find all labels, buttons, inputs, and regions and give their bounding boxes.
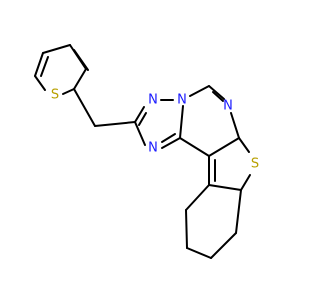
bond (185, 209, 188, 249)
bond (179, 137, 210, 157)
bond (161, 133, 176, 143)
bond (186, 247, 212, 259)
fused-thiophene-ring (208, 137, 251, 191)
bond (189, 85, 210, 97)
bond (212, 91, 224, 102)
bond (230, 112, 240, 139)
bond (185, 184, 210, 211)
bond (235, 189, 242, 234)
cyclohexane-ring (185, 184, 242, 259)
bond (238, 137, 250, 153)
bond (62, 88, 75, 95)
bond (34, 52, 44, 77)
bond (240, 174, 251, 191)
bond (138, 112, 147, 126)
bond (134, 121, 146, 146)
triazole-ring (134, 99, 184, 149)
bond (73, 68, 87, 90)
bond (210, 232, 237, 259)
bond (40, 56, 49, 77)
molecule-structure: S N N N N S (34, 44, 259, 259)
bond (208, 85, 225, 100)
bond (73, 49, 89, 71)
bond (134, 106, 145, 123)
sulfur-atom-label: S (251, 157, 259, 172)
bond (34, 75, 46, 91)
bond (179, 105, 184, 139)
bond (161, 137, 181, 149)
nitrogen-atom-label: N (148, 141, 158, 156)
thiophene-ring (34, 44, 89, 95)
nitrogen-atom-label: N (148, 93, 158, 108)
nitrogen-atom-label: N (177, 93, 187, 108)
methylene-linker (73, 88, 136, 127)
bond (208, 184, 242, 191)
bond (42, 44, 71, 54)
bond (73, 88, 96, 127)
bond (94, 121, 136, 127)
molecule-canvas: S N N N N S (34, 44, 259, 259)
nitrogen-atom-label: N (223, 99, 233, 114)
pyrimidine-ring (179, 85, 240, 157)
sulfur-atom-label: S (51, 88, 59, 103)
bond (208, 137, 240, 157)
